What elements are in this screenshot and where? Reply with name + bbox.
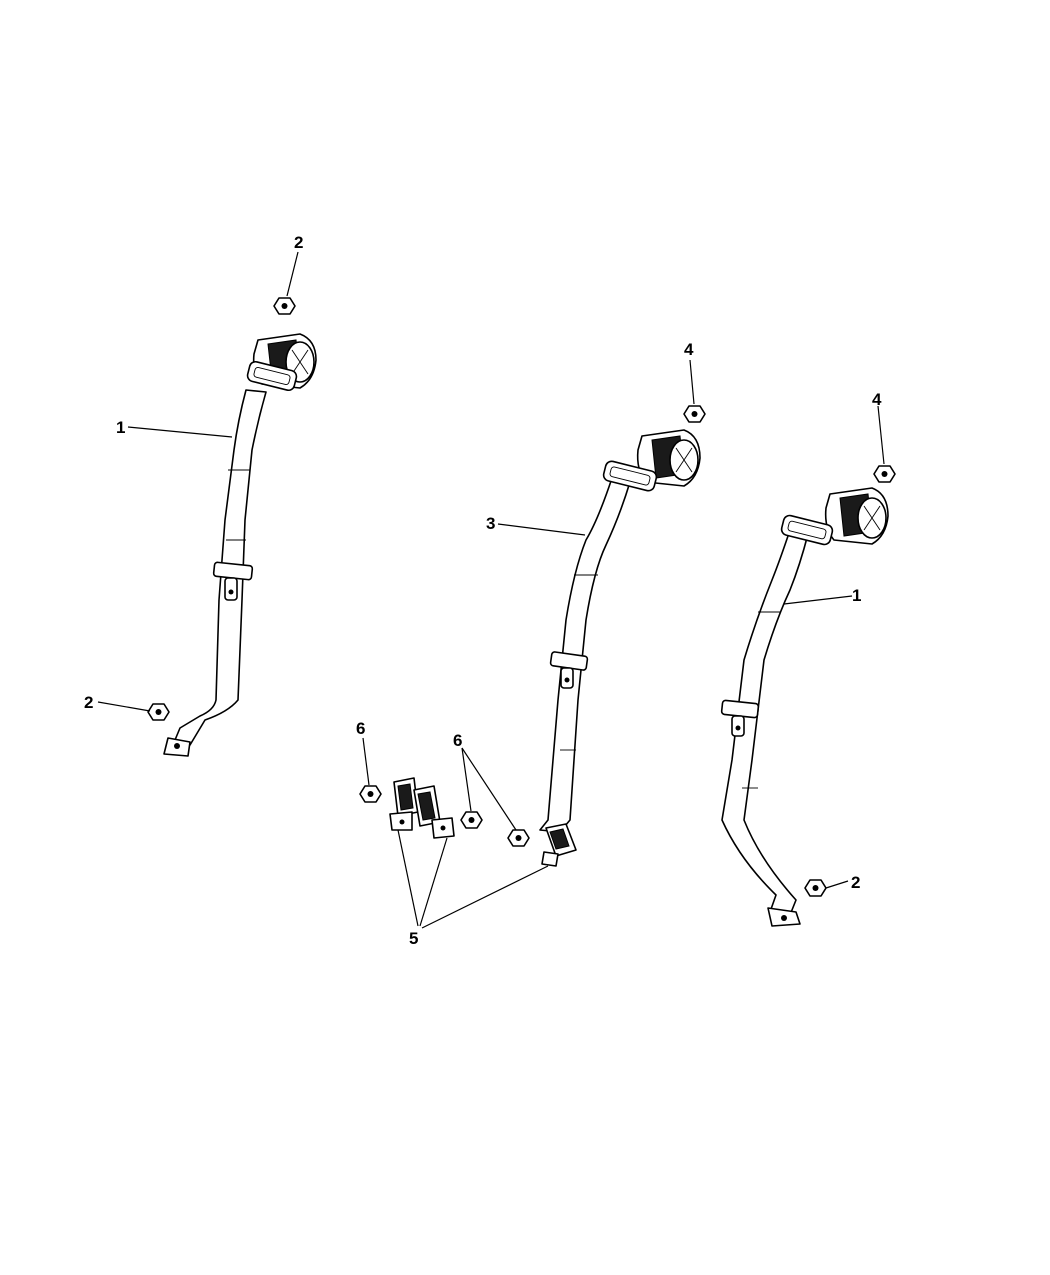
- buckle-pair: [389, 777, 455, 839]
- callout-2-top: 2: [294, 233, 303, 252]
- nut-4-right: [873, 465, 896, 483]
- callout-1-right: 1: [852, 586, 861, 605]
- callout-5: 5: [409, 929, 418, 948]
- nut-6-left: [359, 785, 382, 803]
- callout-1-left: 1: [116, 418, 125, 437]
- callout-6-right: 6: [453, 731, 462, 750]
- seat-belt-center: [539, 429, 701, 867]
- callout-2-left: 2: [84, 693, 93, 712]
- seat-belt-right-outboard: [720, 487, 889, 927]
- seat-belt-left-outboard: [163, 333, 317, 757]
- callout-4-right: 4: [872, 390, 882, 409]
- callout-3: 3: [486, 514, 495, 533]
- callout-6-left: 6: [356, 719, 365, 738]
- callout-labels: 1 1 2 2 2 3 4 4 5 6 6: [84, 233, 882, 948]
- nut-2-top: [273, 297, 296, 315]
- callout-2-right: 2: [851, 873, 860, 892]
- nut-2-right: [804, 879, 827, 897]
- nut-6-center: [507, 829, 530, 847]
- nut-2-left: [147, 703, 170, 721]
- nut-6-right: [460, 811, 483, 829]
- leader-lines: [97, 251, 885, 929]
- nut-4-mid: [683, 405, 706, 423]
- callout-4-mid: 4: [684, 340, 694, 359]
